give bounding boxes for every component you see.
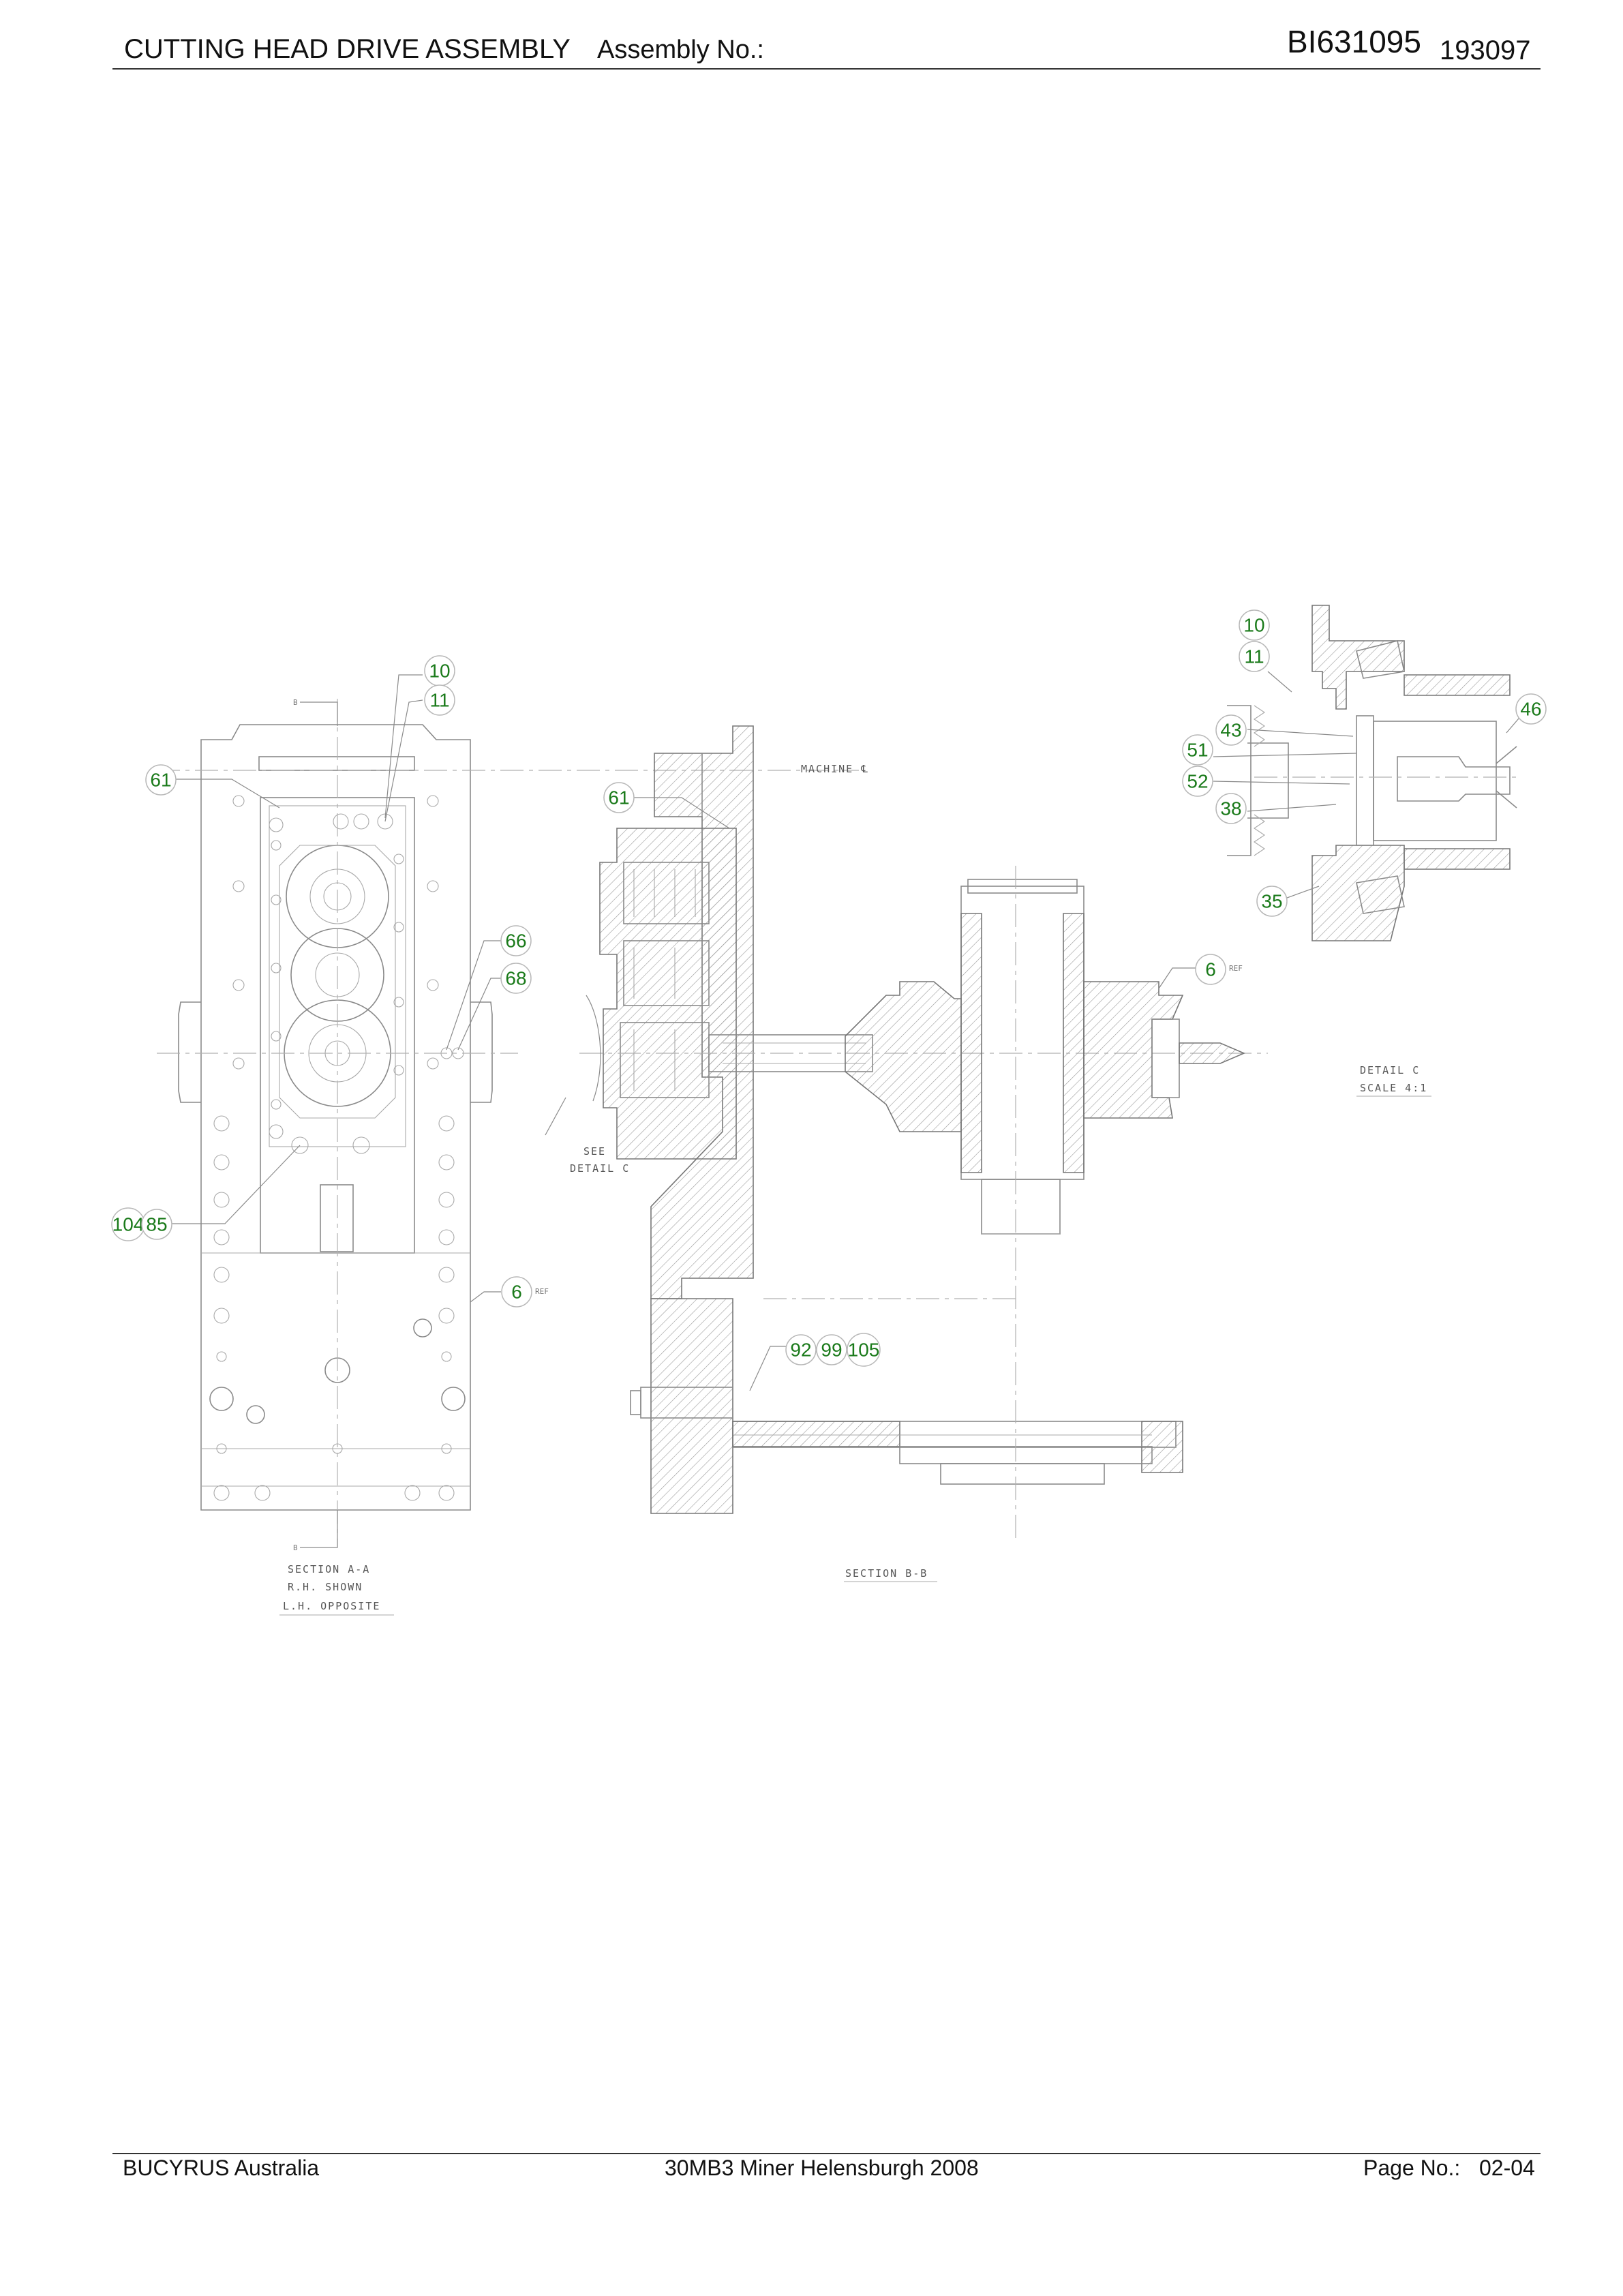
callout-label: 52: [1187, 771, 1208, 792]
callout-label: 11: [429, 690, 449, 711]
callout-52: 52: [1182, 766, 1213, 797]
footer-machine: 30MB3 Miner Helensburgh 2008: [665, 2156, 979, 2180]
callout-label: 10: [1243, 615, 1264, 636]
callout-label: 92: [790, 1340, 811, 1361]
section-b-b-view: MACHINE ℄ SEE DETAIL C SECTION B-B REF R…: [535, 725, 1268, 1582]
callout-38: 38: [1215, 793, 1247, 824]
machine-centreline-note: MACHINE ℄: [801, 763, 869, 775]
callout-label: 11: [1244, 646, 1264, 667]
footer-company: BUCYRUS Australia: [123, 2156, 320, 2180]
callout-label: 10: [429, 661, 450, 682]
callout-43: 43: [1215, 714, 1247, 746]
document-title: CUTTING HEAD DRIVE ASSEMBLY: [124, 34, 571, 64]
callout-11-detail: 11: [1239, 641, 1270, 672]
section-aa-lh-opposite: L.H. OPPOSITE: [283, 1600, 380, 1612]
callout-label: 6: [511, 1282, 522, 1303]
assembly-number-label: Assembly No.:: [597, 35, 764, 64]
callout-92: 92: [785, 1334, 817, 1365]
callout-label: 85: [146, 1214, 167, 1235]
see-detail-c-note: DETAIL C: [570, 1162, 630, 1175]
callout-label: 38: [1220, 798, 1241, 819]
callout-label: 51: [1187, 740, 1208, 761]
footer-rule: [112, 2153, 1541, 2154]
callout-label: 46: [1520, 699, 1541, 720]
section-bb-title: SECTION B-B: [845, 1567, 928, 1580]
callout-10-top: 10: [424, 655, 455, 686]
detail-c-view: DETAIL C SCALE 4:1: [1213, 605, 1528, 1097]
callout-label: 6: [1205, 959, 1216, 980]
callout-label: 61: [150, 770, 171, 791]
see-note: SEE: [583, 1145, 606, 1158]
callout-104: 104: [111, 1207, 145, 1241]
detail-c-scale: SCALE 4:1: [1360, 1082, 1427, 1094]
callout-51: 51: [1182, 734, 1213, 766]
callout-label: 61: [608, 787, 629, 809]
callout-label: 35: [1261, 891, 1282, 912]
callout-label: 43: [1220, 720, 1241, 741]
callout-85: 85: [141, 1209, 172, 1240]
callout-105: 105: [847, 1333, 881, 1367]
callout-11-top: 11: [424, 684, 455, 716]
callout-61-middle: 61: [603, 782, 635, 813]
ref-note-6b: REF: [1229, 964, 1243, 973]
footer-page-number: 02-04: [1479, 2156, 1535, 2180]
callout-68: 68: [500, 963, 532, 994]
section-marker-top: B: [293, 698, 298, 707]
section-a-a-view: B B SECTION A-A R.H. SHOWN L.H. OPPOSITE: [157, 674, 859, 1616]
callout-label: 99: [821, 1340, 842, 1361]
footer-page-label: Page No.:: [1363, 2156, 1461, 2180]
callout-label: 105: [848, 1340, 880, 1361]
callout-66: 66: [500, 925, 532, 956]
callout-label: 104: [112, 1214, 145, 1235]
callout-6-right: 6: [1195, 954, 1226, 985]
callout-35: 35: [1256, 886, 1288, 917]
callout-6-left: 6: [501, 1276, 532, 1308]
section-aa-title: SECTION A-A: [288, 1563, 370, 1575]
part-number: BI631095: [1287, 24, 1421, 59]
section-aa-rh-shown: R.H. SHOWN: [288, 1581, 363, 1593]
callout-label: 68: [505, 968, 526, 989]
callout-label: 66: [505, 931, 526, 952]
callout-61-left: 61: [145, 764, 177, 796]
ref-note-6a: REF: [535, 1287, 549, 1296]
callout-10-detail: 10: [1239, 609, 1270, 641]
section-marker-bottom: B: [293, 1543, 298, 1552]
callout-99: 99: [816, 1334, 847, 1365]
assembly-number: 193097: [1440, 35, 1531, 65]
callout-46: 46: [1515, 693, 1547, 725]
detail-c-title: DETAIL C: [1360, 1064, 1420, 1076]
header-rule: [112, 68, 1541, 70]
